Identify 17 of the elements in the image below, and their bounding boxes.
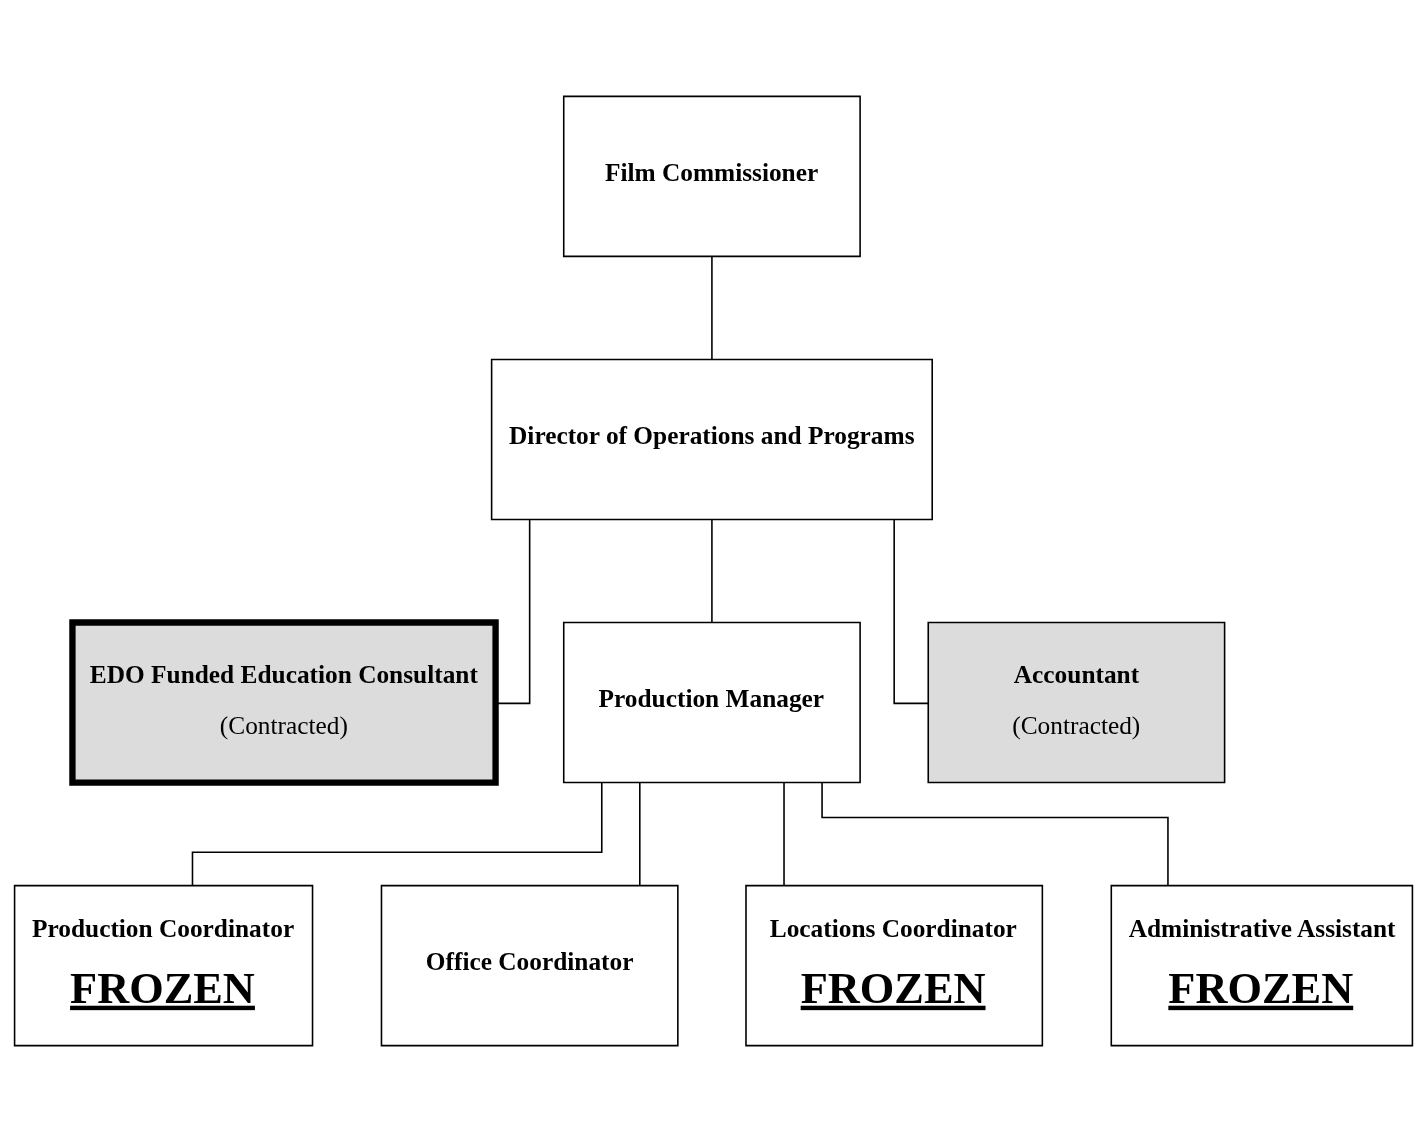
node-box: Accountant (Contracted) — [927, 621, 1226, 784]
connector — [783, 782, 785, 887]
node-box: Administrative Assistant FROZEN — [1110, 884, 1414, 1047]
connector — [495, 519, 531, 705]
node-box: Production Coordinator FROZEN — [13, 884, 314, 1047]
connector — [711, 519, 713, 623]
node-box: EDO Funded Education Consultant (Contracted) — [69, 619, 499, 786]
node-box: Film Commissioner — [562, 95, 861, 258]
connector — [821, 782, 1169, 887]
node-box: Production Manager — [562, 621, 861, 784]
connector — [191, 781, 603, 886]
connector — [639, 782, 641, 887]
node-box: Locations Coordinator FROZEN — [745, 884, 1044, 1047]
connector — [893, 519, 929, 705]
node-box: Office Coordinator — [380, 884, 679, 1047]
connector — [711, 255, 713, 360]
node-box: Director of Operations and Programs — [490, 358, 933, 521]
